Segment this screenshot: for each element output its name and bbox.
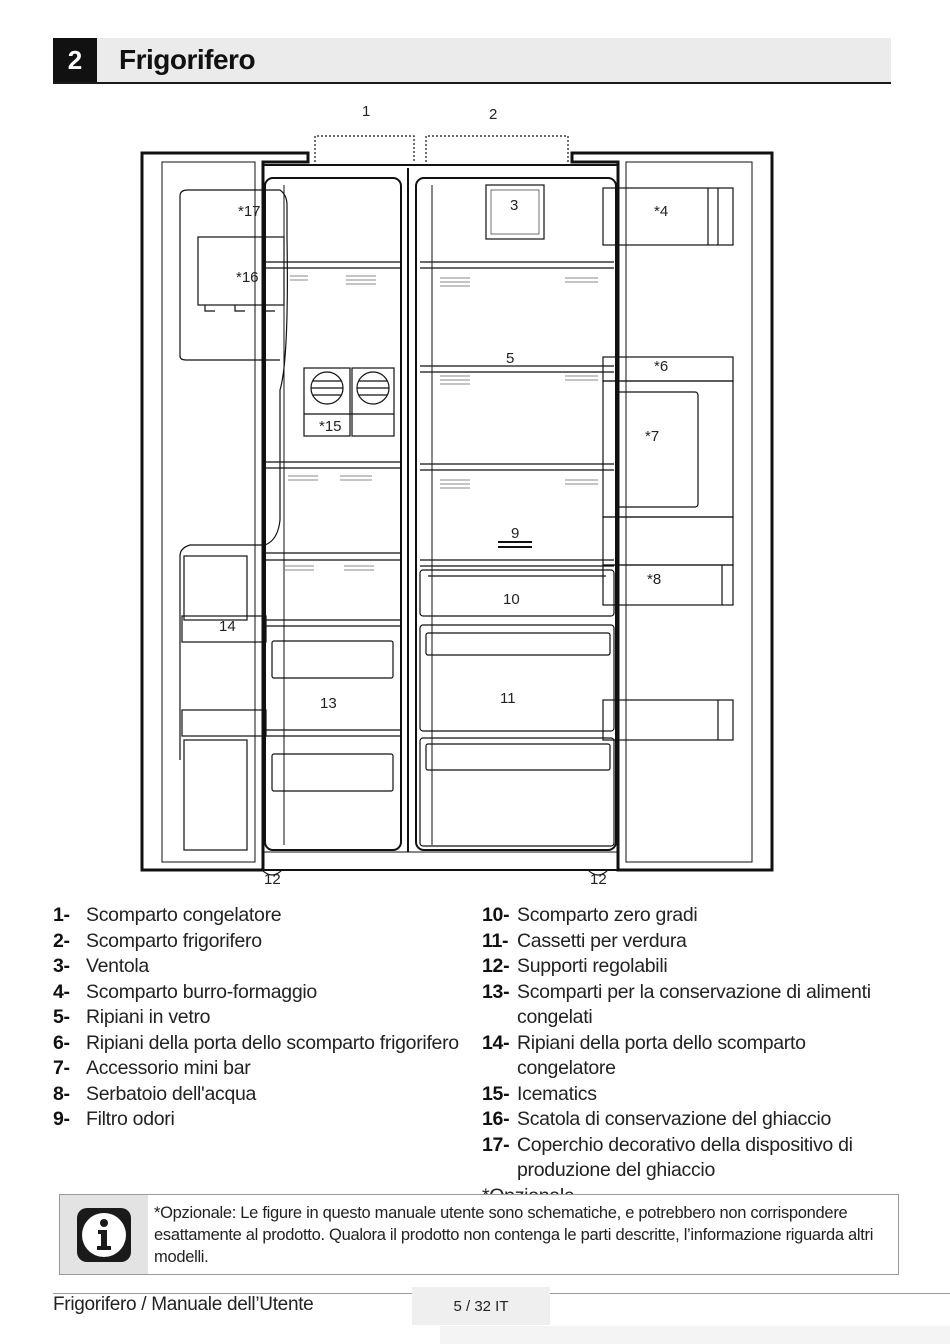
legend-left: 1-Scomparto congelatore 2-Scomparto frig…: [53, 903, 473, 1133]
callout-9: 9: [511, 525, 519, 542]
info-box: *Opzionale: Le figure in questo manuale …: [59, 1194, 899, 1275]
legend-item: 13-Scomparti per la conservazione di ali…: [482, 980, 871, 1029]
callout-15: *15: [319, 418, 342, 435]
legend-item: 16-Scatola di conservazione del ghiaccio: [482, 1108, 832, 1130]
callout-4: *4: [654, 203, 668, 220]
callout-6: *6: [654, 358, 668, 375]
callout-14: 14: [219, 618, 236, 635]
info-icon: [77, 1207, 131, 1262]
callout-1: 1: [362, 103, 370, 120]
callout-7: *7: [645, 428, 659, 445]
legend-item: 14-Ripiani della porta dello scomparto c…: [482, 1031, 806, 1080]
legend-item: 3-Ventola: [53, 955, 149, 977]
legend-item: 17-Coperchio decorativo della dispositiv…: [482, 1133, 853, 1182]
legend-item: 7-Accessorio mini bar: [53, 1057, 251, 1079]
chapter-number: 2: [53, 38, 97, 82]
footer-shade: [440, 1326, 950, 1344]
callout-17: *17: [238, 203, 261, 220]
callout-5: 5: [506, 350, 514, 367]
legend-item: 12-Supporti regolabili: [482, 955, 668, 977]
legend-item: 6-Ripiani della porta dello scomparto fr…: [53, 1031, 459, 1054]
legend-item: 11-Cassetti per verdura: [482, 929, 687, 952]
legend-item: 15-Icematics: [482, 1082, 597, 1105]
info-icon-panel: [60, 1195, 148, 1274]
legend-right: 10-Scomparto zero gradi 11-Cassetti per …: [482, 903, 902, 1209]
section-header: 2 Frigorifero: [53, 38, 891, 84]
callout-16: *16: [236, 269, 259, 286]
info-text: *Opzionale: Le figure in questo manuale …: [154, 1204, 874, 1266]
legend-item: 9-Filtro odori: [53, 1108, 175, 1130]
footer-title: Frigorifero / Manuale dell’Utente: [53, 1294, 314, 1315]
callout-2: 2: [489, 106, 497, 123]
legend-item: 4-Scomparto burro-formaggio: [53, 980, 317, 1003]
callout-10: 10: [503, 591, 520, 608]
callout-8: *8: [647, 571, 661, 588]
callout-12-right: 12: [590, 871, 607, 888]
legend-item: 8-Serbatoio dell'acqua: [53, 1082, 257, 1105]
legend-item: 1-Scomparto congelatore: [53, 904, 282, 926]
legend-item: 2-Scomparto frigorifero: [53, 929, 262, 952]
chapter-title: Frigorifero: [119, 44, 256, 75]
legend-item: 10-Scomparto zero gradi: [482, 904, 698, 926]
callout-11: 11: [500, 690, 516, 707]
fridge-diagram: 1 2 3 *4 5 *6 *7 *8 9 10 11 12 12 13 14 …: [140, 103, 774, 888]
callout-13: 13: [320, 695, 337, 712]
callout-12-left: 12: [264, 871, 281, 888]
page-number: 5 / 32 IT: [412, 1287, 550, 1325]
legend-item: 5-Ripiani in vetro: [53, 1006, 211, 1028]
callout-3: 3: [510, 197, 518, 214]
